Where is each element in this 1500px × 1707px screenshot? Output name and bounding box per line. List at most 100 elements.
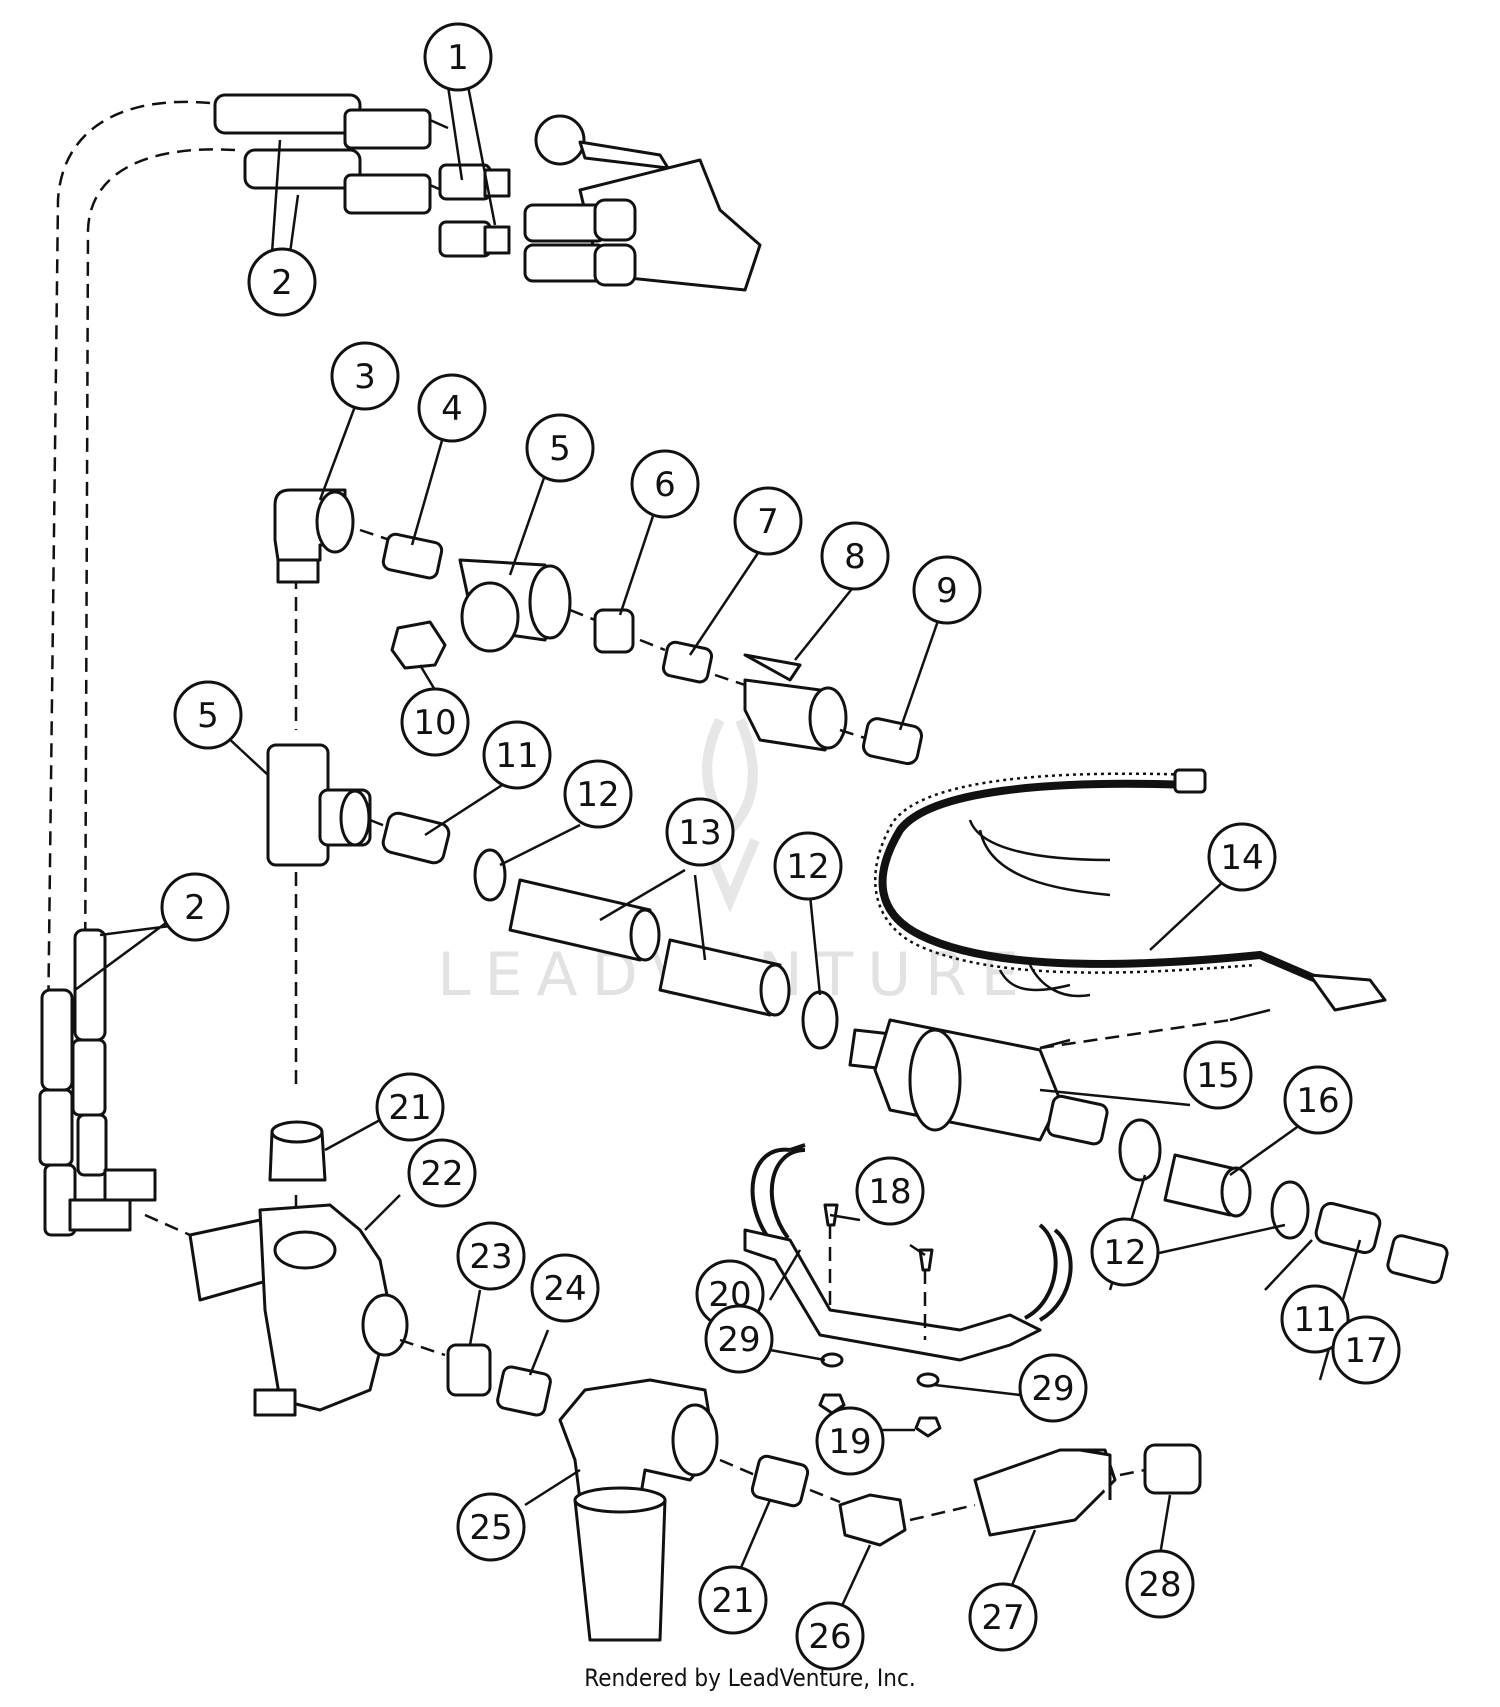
adapter-part-28 [1143, 1443, 1202, 1495]
callout-label: 12 [576, 775, 619, 815]
callout-circle [912, 555, 982, 625]
callout-circle [525, 413, 595, 483]
callout-circle [968, 1582, 1038, 1652]
callout-circle [456, 1492, 526, 1562]
nipple-part-24 [496, 1365, 552, 1417]
hose-part-13 [508, 878, 791, 1017]
callout-circle [400, 687, 470, 757]
sleeve-part-16 [1163, 1153, 1252, 1218]
nipple-part-17 [1386, 1234, 1449, 1285]
callout-c13: 13 [665, 797, 735, 867]
callout-c5b: 5 [173, 680, 243, 750]
callout-circle [247, 247, 317, 317]
tee-part-5-upper [458, 558, 572, 653]
callout-c2a: 2 [247, 247, 317, 317]
callout-c28: 28 [1125, 1549, 1195, 1619]
callout-label: 18 [868, 1172, 911, 1212]
callout-c1: 1 [423, 22, 493, 92]
callout-label: 11 [1293, 1300, 1336, 1340]
callout-circle [563, 759, 633, 829]
callout-circle [704, 1304, 774, 1374]
callout-circle [1090, 1217, 1160, 1287]
callout-c26: 26 [795, 1601, 865, 1671]
callout-label: 21 [711, 1581, 754, 1621]
callout-c11b: 11 [1280, 1284, 1350, 1354]
callout-label: 16 [1296, 1081, 1339, 1121]
adapter-part-9 [862, 717, 923, 766]
callout-circle [665, 797, 735, 867]
strainer-elbow-part-25 [558, 1378, 719, 1642]
callout-c3: 3 [330, 341, 400, 411]
control-valve-block [523, 114, 762, 292]
callout-c4: 4 [417, 373, 487, 443]
callout-label: 29 [717, 1320, 760, 1360]
callout-c8: 8 [820, 521, 890, 591]
callout-label: 8 [844, 537, 866, 577]
callout-c18: 18 [855, 1156, 925, 1226]
bushing-part-23 [446, 1343, 492, 1397]
strainer-part-27 [973, 1448, 1117, 1537]
callout-label: 12 [1103, 1233, 1146, 1273]
nipple-part-7 [661, 640, 714, 684]
clamp-part-12-middle [801, 990, 839, 1050]
callout-circle [375, 1072, 445, 1142]
ball-valve-part-8 [743, 653, 848, 752]
adapter-part-11-upper [381, 811, 451, 865]
callout-c19: 19 [815, 1406, 885, 1476]
callout-label: 4 [441, 389, 463, 429]
callout-label: 25 [469, 1508, 512, 1548]
callout-circle [173, 680, 243, 750]
callout-label: 14 [1220, 838, 1263, 878]
clamp-part-12-right [1118, 1118, 1310, 1240]
mounting-bracket-part-20 [743, 1143, 1073, 1362]
callout-c11a: 11 [482, 720, 552, 790]
callout-circle [1280, 1284, 1350, 1354]
callout-c7: 7 [733, 486, 803, 556]
callout-label: 29 [1031, 1369, 1074, 1409]
callout-label: 27 [981, 1598, 1024, 1638]
callout-c21a: 21 [375, 1072, 445, 1142]
callout-label: 2 [184, 888, 206, 928]
bushing-part-6 [593, 608, 635, 654]
callout-circle [1183, 1040, 1253, 1110]
callout-circle [630, 449, 700, 519]
callout-label: 1 [447, 38, 469, 78]
callout-c2b: 2 [160, 872, 230, 942]
callout-bubbles: 1223455678910111112121213141516171819202… [160, 22, 1401, 1671]
callout-c14: 14 [1207, 822, 1277, 892]
clamp-part-12-upper [473, 848, 507, 902]
callout-label: 13 [678, 813, 721, 853]
callout-circle [530, 1253, 600, 1323]
callout-circle [482, 720, 552, 790]
callout-label: 15 [1196, 1056, 1239, 1096]
callout-circle [330, 341, 400, 411]
callout-circle [815, 1406, 885, 1476]
callout-label: 11 [495, 736, 538, 776]
tee-part-5-lower [266, 743, 372, 867]
callout-c21b: 21 [698, 1565, 768, 1635]
elbow-part-26 [838, 1493, 907, 1547]
callout-circle [1207, 822, 1277, 892]
callout-c15: 15 [1183, 1040, 1253, 1110]
adapter-part-21-upper [268, 1120, 327, 1182]
callout-label: 6 [654, 465, 676, 505]
washers-part-29 [820, 1352, 940, 1388]
top-hydraulic-hoses [213, 93, 449, 215]
callout-c6: 6 [630, 449, 700, 519]
callout-circle [1283, 1065, 1353, 1135]
callout-circle [698, 1565, 768, 1635]
callout-c10: 10 [400, 687, 470, 757]
callout-circle [1018, 1353, 1088, 1423]
callout-c17: 17 [1331, 1315, 1401, 1385]
callout-c27: 27 [968, 1582, 1038, 1652]
callout-c12b: 12 [773, 831, 843, 901]
adapter-part-11-lower [1314, 1201, 1382, 1255]
callout-label: 9 [936, 571, 958, 611]
callout-c16: 16 [1283, 1065, 1353, 1135]
callout-circle [160, 872, 230, 942]
adapter-part-21-lower [750, 1454, 810, 1508]
hose-route-inner [83, 148, 236, 1001]
callout-c24: 24 [530, 1253, 600, 1323]
callout-label: 2 [271, 263, 293, 303]
